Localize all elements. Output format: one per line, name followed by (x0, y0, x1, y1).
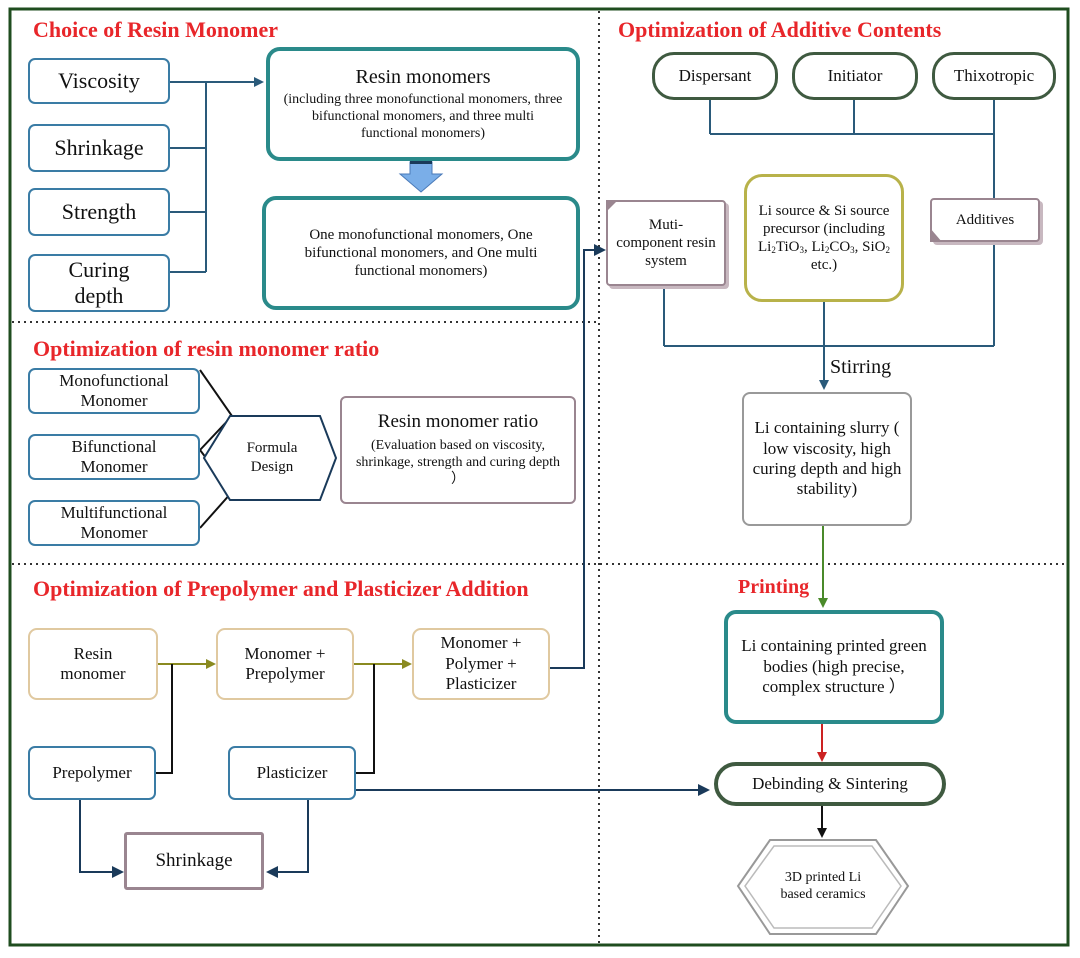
resin-ratio-box: Resin monomer ratio (Evaluation based on… (340, 396, 576, 504)
strength-box: Strength (28, 188, 170, 236)
resin-monomers-detail: (including three monofunctional monomers… (283, 92, 563, 141)
selected-monomers-box: One monofunctional monomers, One bifunct… (262, 196, 580, 310)
monofunctional-monomer-box: Monofunctional Monomer (28, 368, 200, 414)
multifunctional-monomer-box: Multifunctional Monomer (28, 500, 200, 546)
debinding-sintering-box: Debinding & Sintering (714, 762, 946, 806)
prepolymer-section-title: Optimization of Prepolymer and Plasticiz… (33, 576, 529, 601)
li-source-box: Li source & Si source precursor (includi… (744, 174, 904, 302)
ratio-section-title: Optimization of resin monomer ratio (33, 336, 380, 361)
curing-depth-box: Curing depth (28, 254, 170, 312)
plasticizer-box: Plasticizer (228, 746, 356, 800)
resin-monomers-box: Resin monomers (including three monofunc… (266, 47, 580, 161)
monomer-polymer-plasticizer-box: Monomer + Polymer + Plasticizer (412, 628, 550, 700)
li-slurry-box: Li containing slurry ( low viscosity, hi… (742, 392, 912, 526)
shrinkage-box: Shrinkage (28, 124, 170, 172)
shrinkage-result-box: Shrinkage (124, 832, 264, 890)
prepolymer-arrows (79, 244, 710, 878)
prepolymer-box: Prepolymer (28, 746, 156, 800)
resin-ratio-detail: (Evaluation based on viscosity, shrinkag… (355, 438, 561, 487)
resin-monomers-title: Resin monomers (355, 66, 491, 89)
multi-component-resin-box: Muti-component resin system (606, 200, 726, 286)
outer-frame (8, 7, 1070, 947)
down-block-arrow (398, 161, 444, 193)
initiator-box: Initiator (792, 52, 918, 100)
formula-hexagon (202, 415, 338, 501)
thixotropic-box: Thixotropic (932, 52, 1056, 100)
choice-connectors (170, 77, 264, 273)
additive-connectors (663, 100, 995, 390)
green-bodies-box: Li containing printed green bodies (high… (724, 610, 944, 724)
li-source-text: Li source & Si source precursor (includi… (757, 203, 890, 273)
stirring-label: Stirring (830, 356, 892, 378)
bifunctional-monomer-box: Bifunctional Monomer (28, 434, 200, 480)
resin-monomer-box: Resin monomer (28, 628, 158, 700)
ceramics-label: 3D printed Li based ceramics (780, 869, 866, 903)
additive-section-title: Optimization of Additive Contents (618, 17, 942, 42)
monomer-prepolymer-box: Monomer + Prepolymer (216, 628, 354, 700)
printing-section-title: Printing (738, 576, 810, 598)
choice-section-title: Choice of Resin Monomer (33, 17, 279, 42)
ceramics-hexagon-inner (744, 845, 902, 929)
resin-ratio-title: Resin monomer ratio (377, 411, 539, 433)
formula-design-label: Formula Design (246, 440, 298, 475)
additives-box: Additives (930, 198, 1040, 242)
dispersant-box: Dispersant (652, 52, 778, 100)
viscosity-box: Viscosity (28, 58, 170, 104)
